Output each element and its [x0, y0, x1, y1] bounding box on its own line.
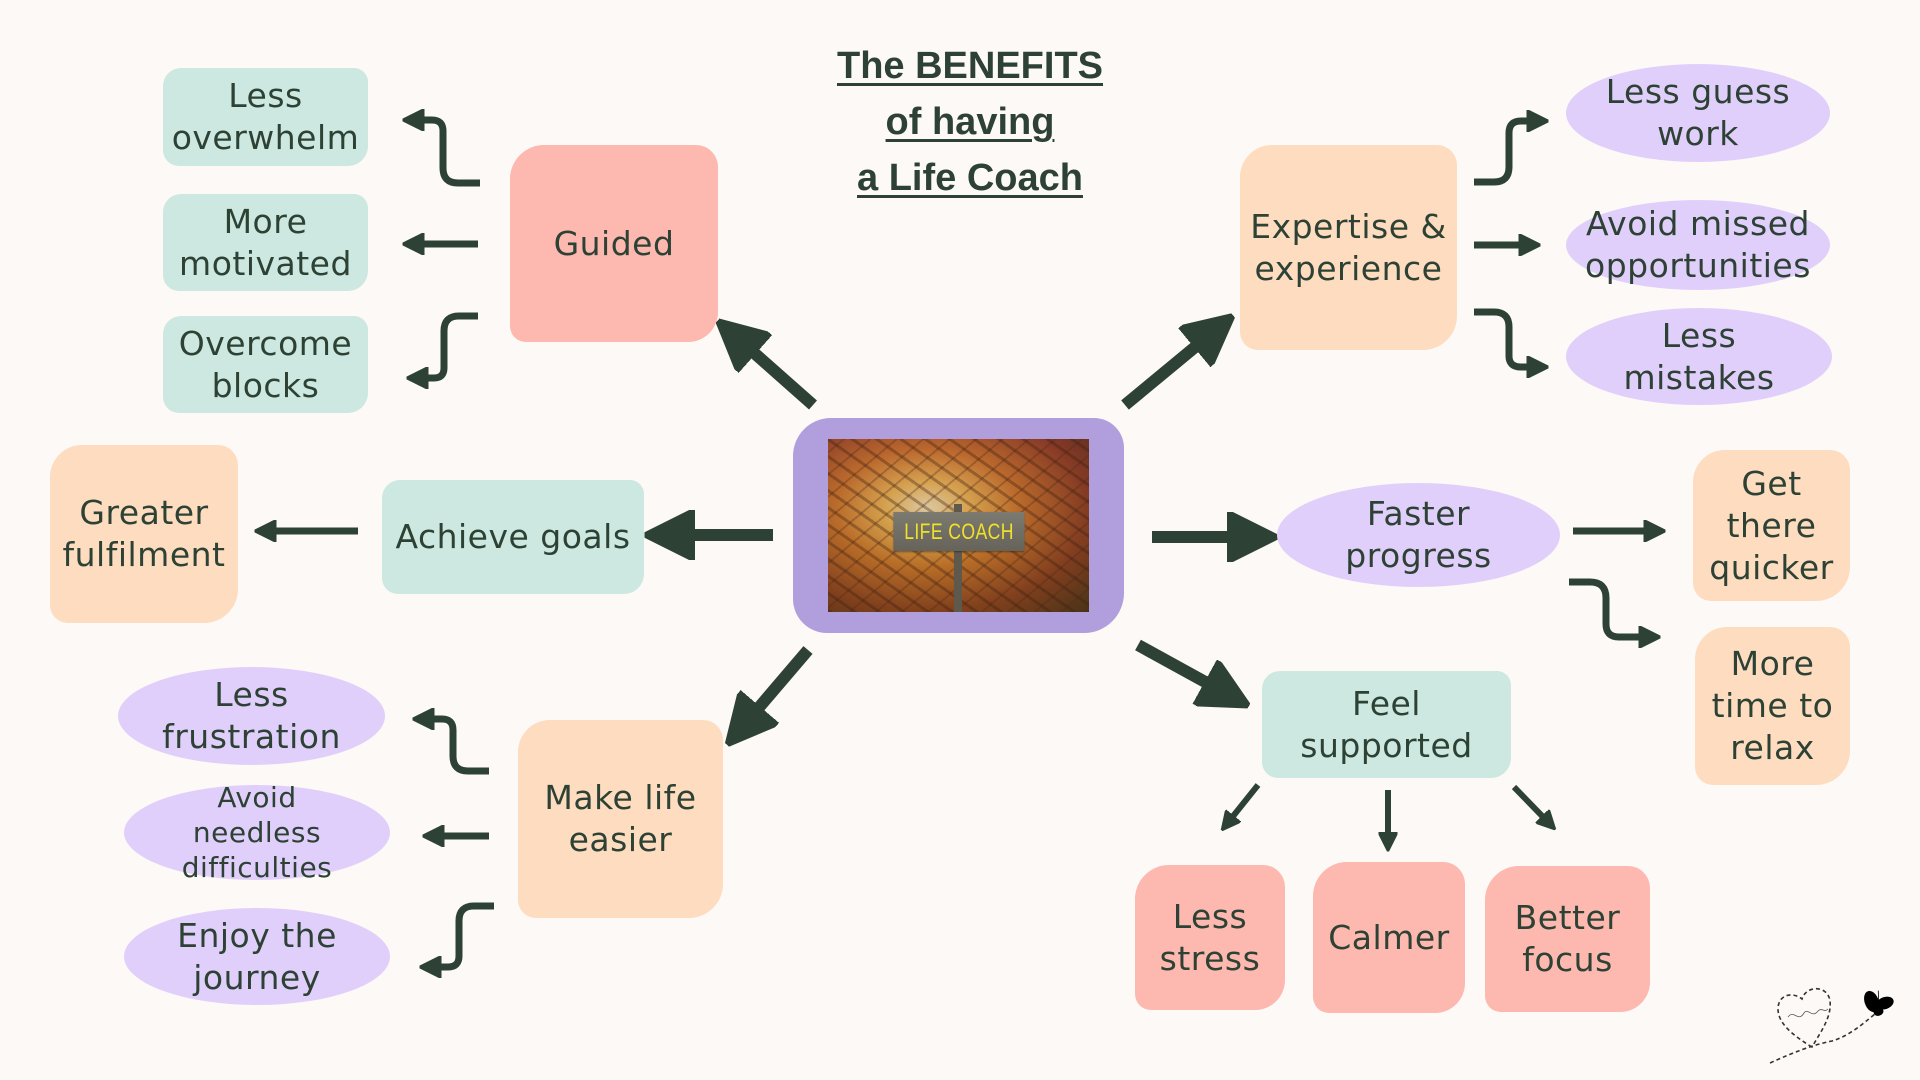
node-less-mistakes: Less mistakes: [1566, 308, 1832, 405]
center-image-frame: LIFE COACH: [793, 418, 1124, 633]
node-better-focus: Better focus: [1485, 866, 1650, 1012]
node-avoid-needless-difficulties: Avoid needless difficulties: [124, 781, 390, 884]
node-less-stress: Less stress: [1135, 865, 1285, 1010]
heart-signature-icon: [1777, 987, 1831, 1049]
signpost-board: LIFE COACH: [893, 512, 1025, 551]
node-less-frustration: Less frustration: [118, 667, 385, 765]
page-title: The BENEFITS of having a Life Coach: [800, 38, 1140, 206]
node-label: Less overwhelm: [171, 76, 360, 157]
node-achieve-goals: Achieve goals: [382, 480, 644, 594]
dashed-flight-path: [1769, 1009, 1881, 1064]
node-label: Achieve goals: [395, 517, 631, 556]
arrow-to-more-time-to-relax: [1569, 578, 1645, 637]
node-get-there-quicker: Get there quicker: [1693, 450, 1850, 601]
arrow-to-supported: [1135, 639, 1218, 689]
node-label: Guided: [553, 223, 675, 263]
arrow-to-guided: [744, 344, 817, 410]
signpost-pole: [954, 504, 962, 612]
node-label: Feel supported: [1300, 683, 1473, 765]
node-less-guess-work: Less guess work: [1566, 64, 1830, 162]
arrow-to-better-focus: [1511, 784, 1546, 820]
title-line-1: The BENEFITS: [836, 45, 1104, 87]
node-label: Less stress: [1159, 896, 1261, 978]
node-label: Avoid missed opportunities: [1585, 204, 1811, 285]
node-label: Less guess work: [1605, 72, 1791, 153]
node-guided: Guided: [510, 145, 718, 342]
node-overcome-blocks: Overcome blocks: [163, 316, 368, 413]
arrow-to-less-overwhelm: [418, 120, 480, 187]
node-label: Less frustration: [162, 675, 341, 756]
arrow-to-easier: [750, 646, 813, 718]
signature-logo: [1769, 987, 1894, 1064]
node-label: More time to relax: [1711, 644, 1834, 767]
node-more-time-to-relax: More time to relax: [1695, 627, 1850, 785]
node-feel-supported: Feel supported: [1262, 671, 1511, 778]
node-label: Faster progress: [1345, 494, 1492, 575]
node-label: Greater fulfilment: [62, 493, 226, 574]
node-label: Less mistakes: [1623, 315, 1775, 397]
life-coach-photo: LIFE COACH: [828, 439, 1089, 612]
node-label: Avoid needless difficulties: [181, 781, 333, 884]
node-make-life-easier: Make life easier: [518, 720, 723, 918]
arrow-to-less-mistakes: [1474, 308, 1533, 367]
node-calmer: Calmer: [1313, 862, 1465, 1013]
node-more-motivated: More motivated: [163, 194, 368, 291]
node-label: Make life easier: [544, 778, 697, 859]
arrow-to-overcome-blocks: [422, 312, 478, 378]
node-label: Expertise & experience: [1250, 206, 1447, 288]
node-label: More motivated: [179, 201, 352, 283]
arrow-to-less-frustration: [428, 719, 489, 775]
node-less-overwhelm: Less overwhelm: [163, 68, 368, 166]
node-label: Calmer: [1328, 917, 1450, 957]
node-faster-progress: Faster progress: [1277, 483, 1560, 587]
arrow-to-expertise: [1121, 338, 1206, 410]
arrow-to-enjoy-journey: [435, 902, 494, 967]
node-label: Better focus: [1514, 898, 1621, 979]
node-label: Get there quicker: [1709, 463, 1834, 587]
node-greater-fulfilment: Greater fulfilment: [50, 445, 238, 623]
arrow-to-less-stress: [1230, 783, 1261, 820]
title-line-3: a Life Coach: [857, 157, 1083, 199]
arrow-to-less-guess-work: [1474, 121, 1533, 186]
node-label: Overcome blocks: [178, 323, 353, 405]
title-line-2: of having: [885, 101, 1055, 143]
node-label: Enjoy the journey: [177, 915, 337, 997]
node-enjoy-the-journey: Enjoy the journey: [124, 908, 390, 1005]
butterfly-icon: [1864, 990, 1894, 1016]
node-avoid-missed-opportunities: Avoid missed opportunities: [1566, 200, 1830, 290]
signature-scribble: [1787, 1008, 1829, 1018]
node-expertise: Expertise & experience: [1240, 145, 1457, 350]
